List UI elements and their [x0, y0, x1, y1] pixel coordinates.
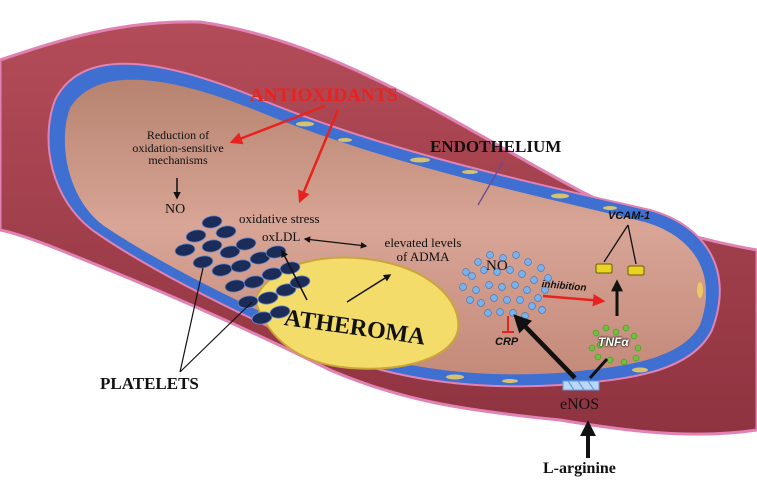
vcam-label: VCAM-1	[608, 211, 650, 223]
antioxidants-label: ANTIOXIDANTS	[250, 86, 398, 106]
tnf-label: TNFα	[598, 336, 629, 349]
enos-marker	[563, 381, 599, 390]
reduction-label: Reduction of oxidation-sensitive mechani…	[118, 129, 238, 167]
oxidative-stress-label: oxidative stress	[239, 212, 320, 226]
no-right-label: NO	[486, 259, 508, 275]
enos-label: eNOS	[560, 397, 599, 414]
l-arginine-label: L-arginine	[543, 461, 616, 478]
no-left-label: NO	[165, 203, 185, 218]
crp-label: CRP	[495, 337, 518, 349]
endothelium-label: ENDOTHELIUM	[430, 138, 561, 156]
platelets-label: PLATELETS	[100, 375, 199, 393]
oxldl-label: oxLDL	[262, 230, 300, 244]
adma-label: elevated levels of ADMA	[372, 236, 474, 263]
